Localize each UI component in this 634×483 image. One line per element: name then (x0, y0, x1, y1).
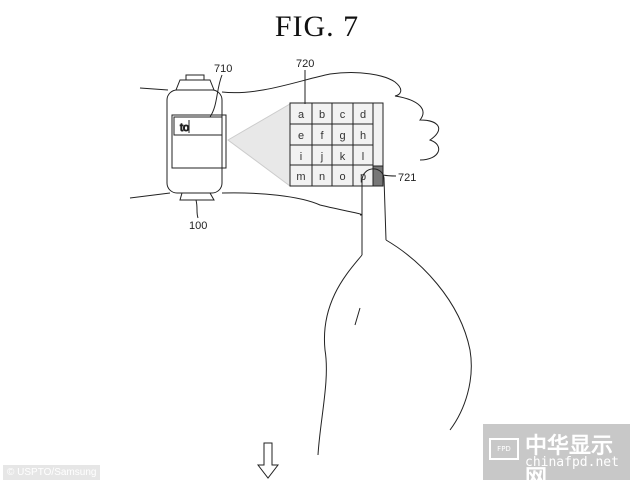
leader-100 (195, 199, 199, 219)
arm-outline-top (139, 72, 440, 161)
key-e: e (298, 130, 304, 142)
hand (317, 239, 472, 456)
watch-screen (171, 114, 227, 169)
key-b: b (319, 109, 325, 121)
arm-outline-bottom (129, 192, 363, 216)
watch-body (166, 89, 223, 194)
watermark-chinese: 中华显示网 (525, 434, 614, 483)
label-720: 720 (296, 58, 314, 70)
leader-721 (382, 174, 397, 177)
key-a: a (298, 109, 305, 121)
watermark: FPD 中华显示网 chinafpd.net (483, 424, 630, 483)
key-c: c (340, 109, 346, 121)
down-arrow-icon (256, 442, 280, 479)
watch-crown (185, 74, 205, 81)
watch-text-field (173, 116, 223, 136)
key-k: k (340, 151, 346, 163)
key-i: i (300, 151, 302, 163)
leader-710 (209, 74, 223, 118)
key-l: l (362, 151, 364, 163)
figure-title: FIG. 7 (274, 10, 360, 43)
watermark-domain: chinafpd.net (525, 455, 619, 470)
key-j: j (320, 151, 323, 163)
label-100: 100 (189, 220, 207, 232)
key-o: o (339, 171, 345, 183)
watch-input-text: to (180, 122, 189, 134)
key-n: n (319, 171, 325, 183)
key-m: m (296, 171, 305, 183)
key-f: f (320, 130, 324, 142)
image-credit: © USPTO/Samsung (3, 465, 101, 480)
watch-strap (175, 79, 215, 201)
key-d: d (360, 109, 366, 121)
watermark-badge: FPD (489, 438, 519, 460)
key-g: g (339, 130, 345, 142)
finger (361, 168, 387, 255)
label-710: 710 (214, 63, 232, 75)
label-721: 721 (398, 172, 416, 184)
projection-beam (227, 103, 291, 187)
selected-key-721 (372, 165, 384, 187)
key-h: h (360, 130, 366, 142)
